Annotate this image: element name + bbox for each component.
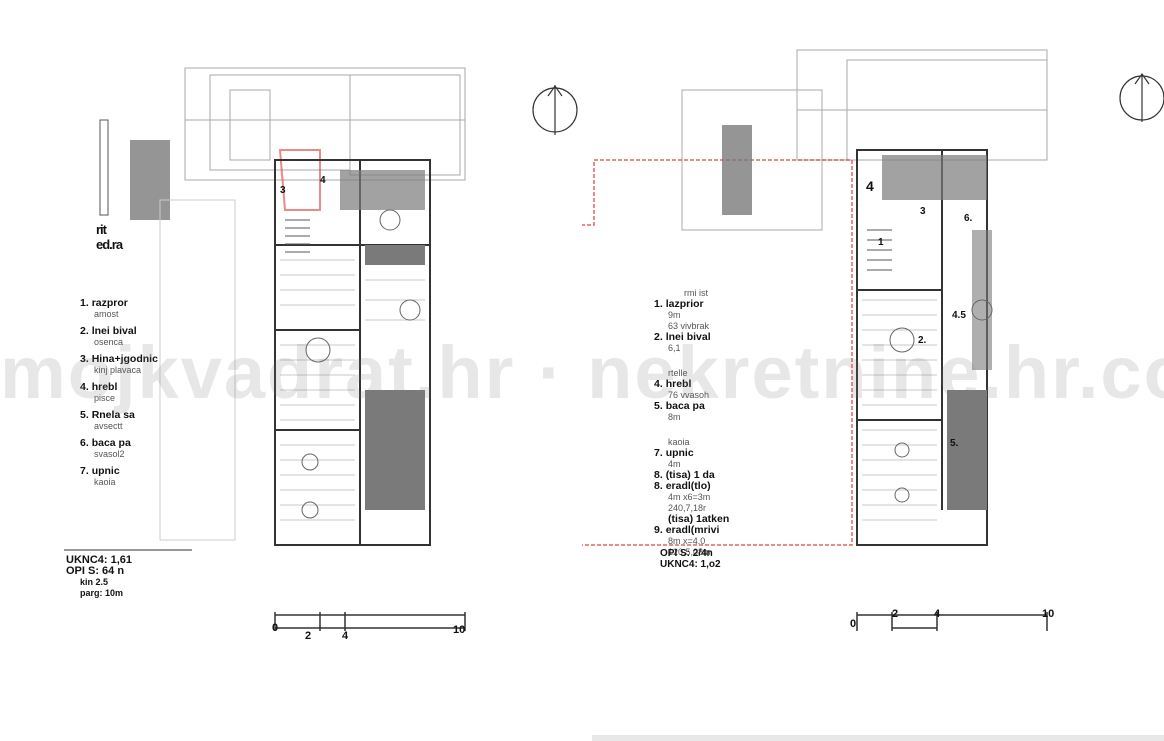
legend-sub: svasol2 — [94, 449, 125, 459]
room-number: 4 — [866, 178, 874, 194]
room-number: 5. — [950, 438, 959, 449]
legend-item: 2. lnei bival — [80, 325, 137, 337]
room-number: 3 — [280, 185, 286, 196]
legend-sub: 6,1 — [668, 343, 681, 353]
legend-sub: osenca — [94, 337, 124, 347]
legend-item: 3. Hina+jgodnic — [80, 353, 158, 365]
legend-sub: kaoia — [94, 477, 116, 487]
room-number: 1 — [878, 237, 884, 248]
left-floor-plan: rit ed.ra 1. razpror amost 2. lnei bival… — [64, 67, 578, 642]
total-line: OPI S: 2/4n — [660, 548, 713, 559]
legend-item: (tisa) 1atken — [668, 513, 730, 525]
scale-tick-label: 2 — [305, 630, 312, 642]
scale-tick-label: 0 — [850, 618, 857, 630]
left-totals: UKNC4: 1,61 OPI S: 64 n kin 2.5 parg: 10… — [66, 555, 132, 599]
right-legend: rmi ist 1. lazprior 9m 63 vivbrak 2. lne… — [654, 288, 729, 558]
room-number: 3 — [920, 206, 926, 217]
legend-sub: 9m — [668, 310, 681, 320]
total-line: UKNC4: 1,o2 — [660, 559, 721, 570]
scale-tick-label: 4 — [342, 630, 349, 642]
legend-item: 4. hrebl — [654, 378, 692, 390]
right-totals: OPI S: 2/4n UKNC4: 1,o2 — [660, 548, 721, 570]
legend-sub: 120,5,08m — [668, 547, 711, 557]
legend-sub: rtelle — [668, 368, 688, 378]
legend-item: 7. upnic — [654, 447, 694, 459]
floor-label-line: ed.ra — [96, 237, 123, 252]
room-number: 4.5 — [952, 310, 966, 321]
bottom-strip — [592, 735, 1164, 741]
compass-icon — [1119, 72, 1164, 122]
scale-tick-label: 2 — [892, 608, 899, 620]
legend-item: 2. lnei bival — [654, 331, 711, 343]
legend-sub: pisce — [94, 393, 116, 403]
scale-tick-label: 10 — [453, 624, 466, 636]
scale-tick-label: 0 — [272, 622, 279, 634]
legend-sub: 240,7,18r — [668, 503, 707, 513]
legend-sub: 4m — [668, 459, 681, 469]
scale-tick-label: 4 — [934, 608, 941, 620]
legend-item: 8. (tisa) 1 da — [654, 469, 715, 481]
floor-label: rit ed.ra — [96, 222, 123, 252]
left-legend: 1. razpror amost 2. lnei bival osenca 3.… — [80, 298, 158, 488]
right-plan-drawing — [582, 49, 1164, 631]
legend-item: 7. upnic — [80, 465, 120, 477]
total-line: kin 2.5 — [80, 577, 109, 587]
left-scale-bar — [274, 612, 466, 631]
legend-item: 1. razpror — [80, 297, 128, 309]
legend-sub: 4m x6=3m — [668, 492, 711, 502]
legend-item: 6. baca pa — [80, 437, 131, 449]
compass-icon — [532, 84, 578, 135]
legend-item: 8. eradl(tlo) — [654, 480, 711, 492]
legend-sub: 8m — [668, 412, 681, 422]
legend-item: 4. hrebl — [80, 381, 118, 393]
legend-sub: amost — [94, 309, 119, 319]
left-plan-drawing — [64, 67, 578, 631]
legend-sub: kinj plavaca — [94, 365, 142, 375]
total-line: OPI S: 64 n — [66, 565, 125, 577]
total-line: parg: 10m — [80, 588, 124, 598]
right-floor-plan: rmi ist 1. lazprior 9m 63 vivbrak 2. lne… — [582, 0, 1164, 741]
legend-sub: 76 vvasoh — [668, 390, 710, 400]
legend-item: 1. lazprior — [654, 298, 704, 310]
legend-item: 5. Rnela sa — [80, 409, 135, 421]
scale-tick-label: 10 — [1042, 608, 1055, 620]
right-scale-bar — [856, 612, 1048, 631]
legend-sub: rmi ist — [684, 288, 708, 298]
legend-item: 5. baca pa — [654, 400, 705, 412]
legend-item: 9. eradl(mrivi — [654, 524, 720, 536]
legend-sub: avsectt — [94, 421, 123, 431]
room-number: 4 — [320, 175, 326, 186]
legend-sub: 63 vivbrak — [668, 321, 710, 331]
total-line: UKNC4: 1,61 — [66, 554, 133, 566]
room-number: 2. — [918, 335, 927, 346]
floor-label-line: rit — [96, 222, 107, 237]
legend-sub: kaoia — [668, 437, 690, 447]
room-number: 6. — [964, 213, 973, 224]
legend-sub: 8m x=4.0 — [668, 536, 706, 546]
